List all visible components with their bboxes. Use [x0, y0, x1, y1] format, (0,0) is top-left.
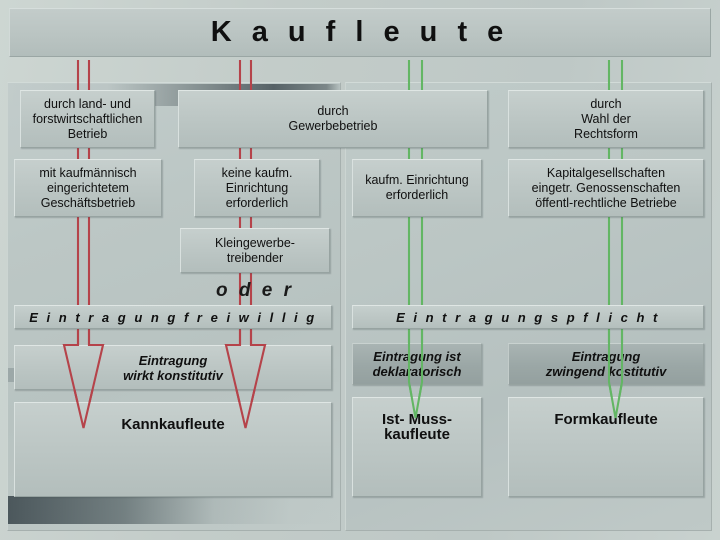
connector-oder-label: o d e r [215, 280, 294, 301]
registration-banner-pflicht: E i n t r a g u n g s p f l i c h t [352, 305, 704, 329]
criteria-box-kleingewerbetreibender: Kleingewerbe-treibender [180, 228, 330, 273]
result-box-ist-muss-kaufleute: Ist- Muss-kaufleute [352, 397, 482, 497]
page-title: K a u f l e u t e [210, 16, 510, 48]
result-box-kannkaufleute: Kannkaufleute [14, 402, 332, 497]
slide-title-bar: K a u f l e u t e [9, 8, 711, 57]
registration-banner-freiwillig: E i n t r a g u n g f r e i w i l l i g [14, 305, 332, 329]
result-box-formkaufleute: Formkaufleute [508, 397, 704, 497]
